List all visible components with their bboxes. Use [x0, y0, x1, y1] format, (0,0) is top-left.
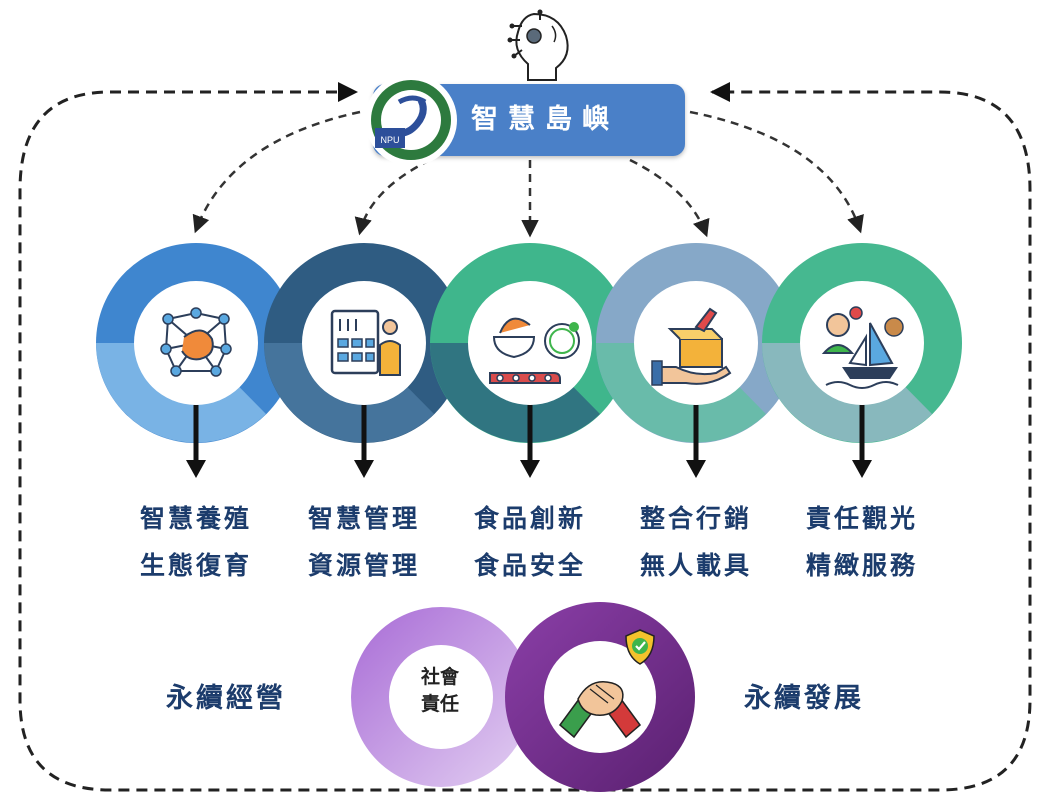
outer-dashed-loop: [18, 90, 1032, 792]
social-responsibility-rings: [351, 602, 695, 792]
ai-head-icon: [507, 9, 569, 81]
module-rings: [96, 243, 962, 443]
module-5-line-2: 精緻服務: [805, 551, 918, 580]
module-label-5: 責任觀光 精緻服務: [787, 495, 937, 589]
handshake-icon: [558, 681, 642, 739]
module-ring-4: [596, 243, 796, 443]
control-panel-icon: [330, 309, 401, 376]
module-ring-3: [430, 243, 630, 443]
module-1-line-2: 生態復育: [139, 551, 252, 580]
module-2-line-2: 資源管理: [307, 551, 420, 580]
tourism-boat-icon: [821, 306, 904, 389]
loop-arrow-right: [710, 82, 730, 102]
sustainable-development-label: 永續發展: [744, 683, 864, 714]
module-2-line-1: 智慧管理: [307, 504, 420, 533]
food-safety-icon: [489, 317, 580, 384]
module-label-2: 智慧管理 資源管理: [289, 495, 439, 589]
module-5-line-1: 責任觀光: [805, 504, 918, 533]
sustainable-operation-label: 永續經營: [166, 683, 286, 714]
npu-logo: NPU: [365, 74, 457, 166]
module-3-line-2: 食品安全: [473, 551, 586, 580]
module-4-line-1: 整合行銷: [639, 504, 752, 533]
social-line-2: 責任: [420, 693, 459, 715]
shrimp-network-icon: [160, 307, 232, 377]
logo-text: NPU: [380, 135, 399, 145]
title-banner: NPU 智慧島嶼: [365, 74, 685, 166]
module-label-1: 智慧養殖 生態復育: [121, 495, 271, 589]
module-ring-2: [264, 243, 464, 443]
module-label-4: 整合行銷 無人載具: [621, 495, 771, 589]
solid-down-arrows: [193, 405, 865, 460]
module-ring-1: [96, 243, 296, 443]
social-line-1: 社會: [420, 666, 459, 688]
module-4-line-2: 無人載具: [639, 551, 752, 580]
shield-check-icon: [625, 629, 655, 665]
module-3-line-1: 食品創新: [473, 504, 586, 533]
module-ring-5: [762, 243, 962, 443]
title: 智慧島嶼: [471, 104, 619, 135]
marketing-box-icon: [651, 307, 732, 386]
social-responsibility-text: 社會 責任: [410, 664, 470, 718]
module-label-3: 食品創新 食品安全: [455, 495, 605, 589]
loop-arrow-left: [338, 82, 358, 102]
solid-arrow-heads: [186, 460, 872, 478]
dashed-connectors: [192, 110, 864, 238]
module-1-line-1: 智慧養殖: [139, 504, 252, 533]
